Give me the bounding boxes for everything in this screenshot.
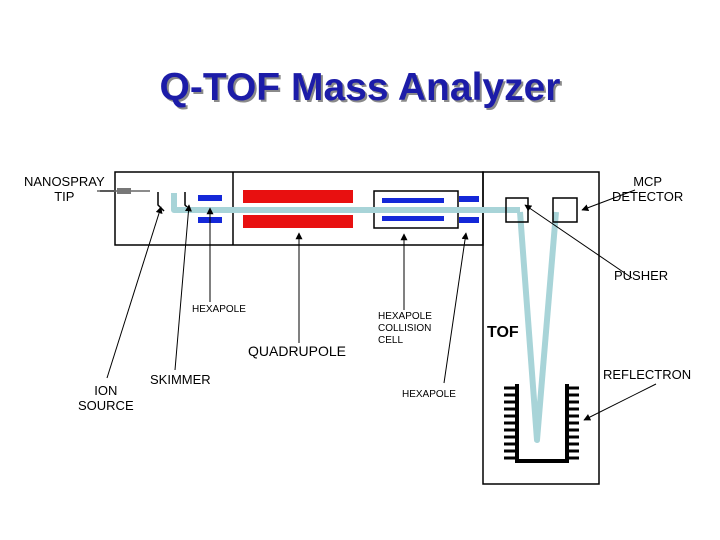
pointer-skimmer xyxy=(174,204,192,371)
label-tof: TOF xyxy=(487,324,519,341)
label-hexapole: HEXAPOLE xyxy=(192,304,246,315)
quadrupole-rod xyxy=(243,190,353,203)
label-ion-source: ION SOURCE xyxy=(78,383,134,414)
diagram-title: Q-TOF Mass Analyzer xyxy=(159,66,561,109)
pointer-ion-source xyxy=(106,206,163,379)
label-hexapole-collision-cell: HEXAPOLE COLLISION CELL xyxy=(378,311,432,346)
tof-flight-path xyxy=(517,211,559,443)
label-mcp-detector: MCP DETECTOR xyxy=(612,174,684,205)
collision-hexapole-rod xyxy=(382,216,444,221)
hexapole-rod xyxy=(198,195,222,201)
pointer-pusher xyxy=(524,204,633,279)
label-pusher: PUSHER xyxy=(614,268,669,283)
hexapole-rod xyxy=(459,217,479,223)
label-skimmer: SKIMMER xyxy=(150,372,211,387)
pointer-mcp-detector xyxy=(581,189,636,212)
ion-beam xyxy=(171,193,520,213)
hexapole-rod xyxy=(459,196,479,202)
label-nanospray-tip: NANOSPRAY TIP xyxy=(24,174,105,205)
label-hexapole-2: HEXAPOLE xyxy=(402,389,456,400)
nanospray-tip xyxy=(117,188,131,194)
quadrupole-rod xyxy=(243,215,353,228)
reflectron-rings xyxy=(504,386,579,460)
mcp-detector xyxy=(552,197,578,223)
collision-hexapole-rod xyxy=(382,198,444,203)
label-reflectron: REFLECTRON xyxy=(603,367,692,382)
pointer-reflectron xyxy=(583,383,657,421)
pointer-hexapole-2 xyxy=(443,232,469,384)
label-quadrupole: QUADRUPOLE xyxy=(248,343,347,359)
tof-housing xyxy=(482,171,600,485)
